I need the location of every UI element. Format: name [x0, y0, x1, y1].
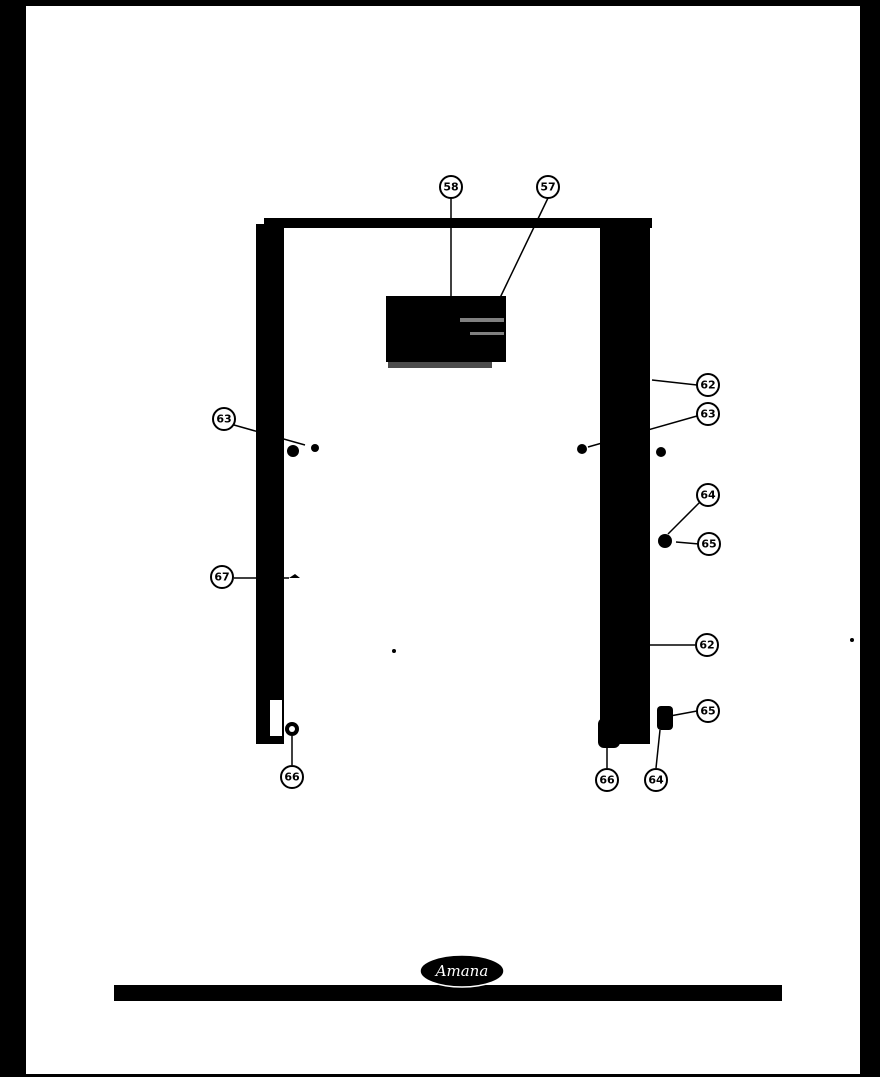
control-panel: [386, 296, 506, 368]
svg-text:65: 65: [701, 538, 716, 551]
svg-text:58: 58: [443, 181, 458, 194]
svg-text:66: 66: [284, 771, 300, 784]
callout-64-bottom-right: 64: [644, 768, 668, 792]
control-panel-lip: [388, 362, 492, 368]
callout-66-bottom-left: 66: [280, 765, 304, 789]
right-hinge-bracket: [657, 706, 673, 730]
frame-right-stile: [600, 224, 650, 744]
callout-66-bottom-right: 66: [595, 768, 619, 792]
callout-63-right: 63: [696, 402, 720, 426]
door-frame: [256, 218, 652, 744]
svg-text:64: 64: [648, 774, 664, 787]
left-screw-part: [287, 445, 299, 457]
amana-logo: Amana: [419, 954, 505, 988]
right-hinge-pin: [627, 714, 635, 742]
hardware-parts: [285, 444, 854, 748]
top-dark-band: [126, 88, 782, 256]
leader-lines: [233, 197, 701, 769]
callout-64-right: 64: [696, 483, 720, 507]
callout-62-lower-right: 62: [695, 633, 719, 657]
frame-top-rail: [264, 218, 652, 228]
callout-65-bottom-right: 65: [696, 699, 720, 723]
right-outer-screw-part: [656, 447, 666, 457]
svg-text:57: 57: [540, 181, 555, 194]
svg-text:65: 65: [700, 705, 715, 718]
left-arrow-part: [289, 574, 300, 578]
svg-text:67: 67: [214, 571, 229, 584]
right-hinge-part: [598, 718, 620, 748]
svg-text:63: 63: [700, 408, 715, 421]
left-speckle-band: [120, 250, 270, 790]
svg-text:66: 66: [599, 774, 615, 787]
svg-text:62: 62: [700, 379, 715, 392]
svg-text:62: 62: [699, 639, 714, 652]
svg-text:Amana: Amana: [434, 962, 489, 980]
callout-63-left: 63: [212, 407, 236, 431]
frame-left-stile: [256, 224, 284, 744]
left-screw-part-small: [311, 444, 319, 452]
svg-text:63: 63: [216, 413, 231, 426]
callout-65-right: 65: [697, 532, 721, 556]
callout-58-top: 58: [439, 175, 463, 199]
right-screw-part: [577, 444, 587, 454]
callout-57-top: 57: [536, 175, 560, 199]
svg-text:64: 64: [700, 489, 716, 502]
callout-62-upper-right: 62: [696, 373, 720, 397]
callout-67-left: 67: [210, 565, 234, 589]
right-bracket-part: [658, 534, 672, 548]
bottom-edge: [114, 985, 782, 1001]
control-panel-body: [386, 296, 506, 362]
left-hinge-slot: [270, 700, 282, 736]
